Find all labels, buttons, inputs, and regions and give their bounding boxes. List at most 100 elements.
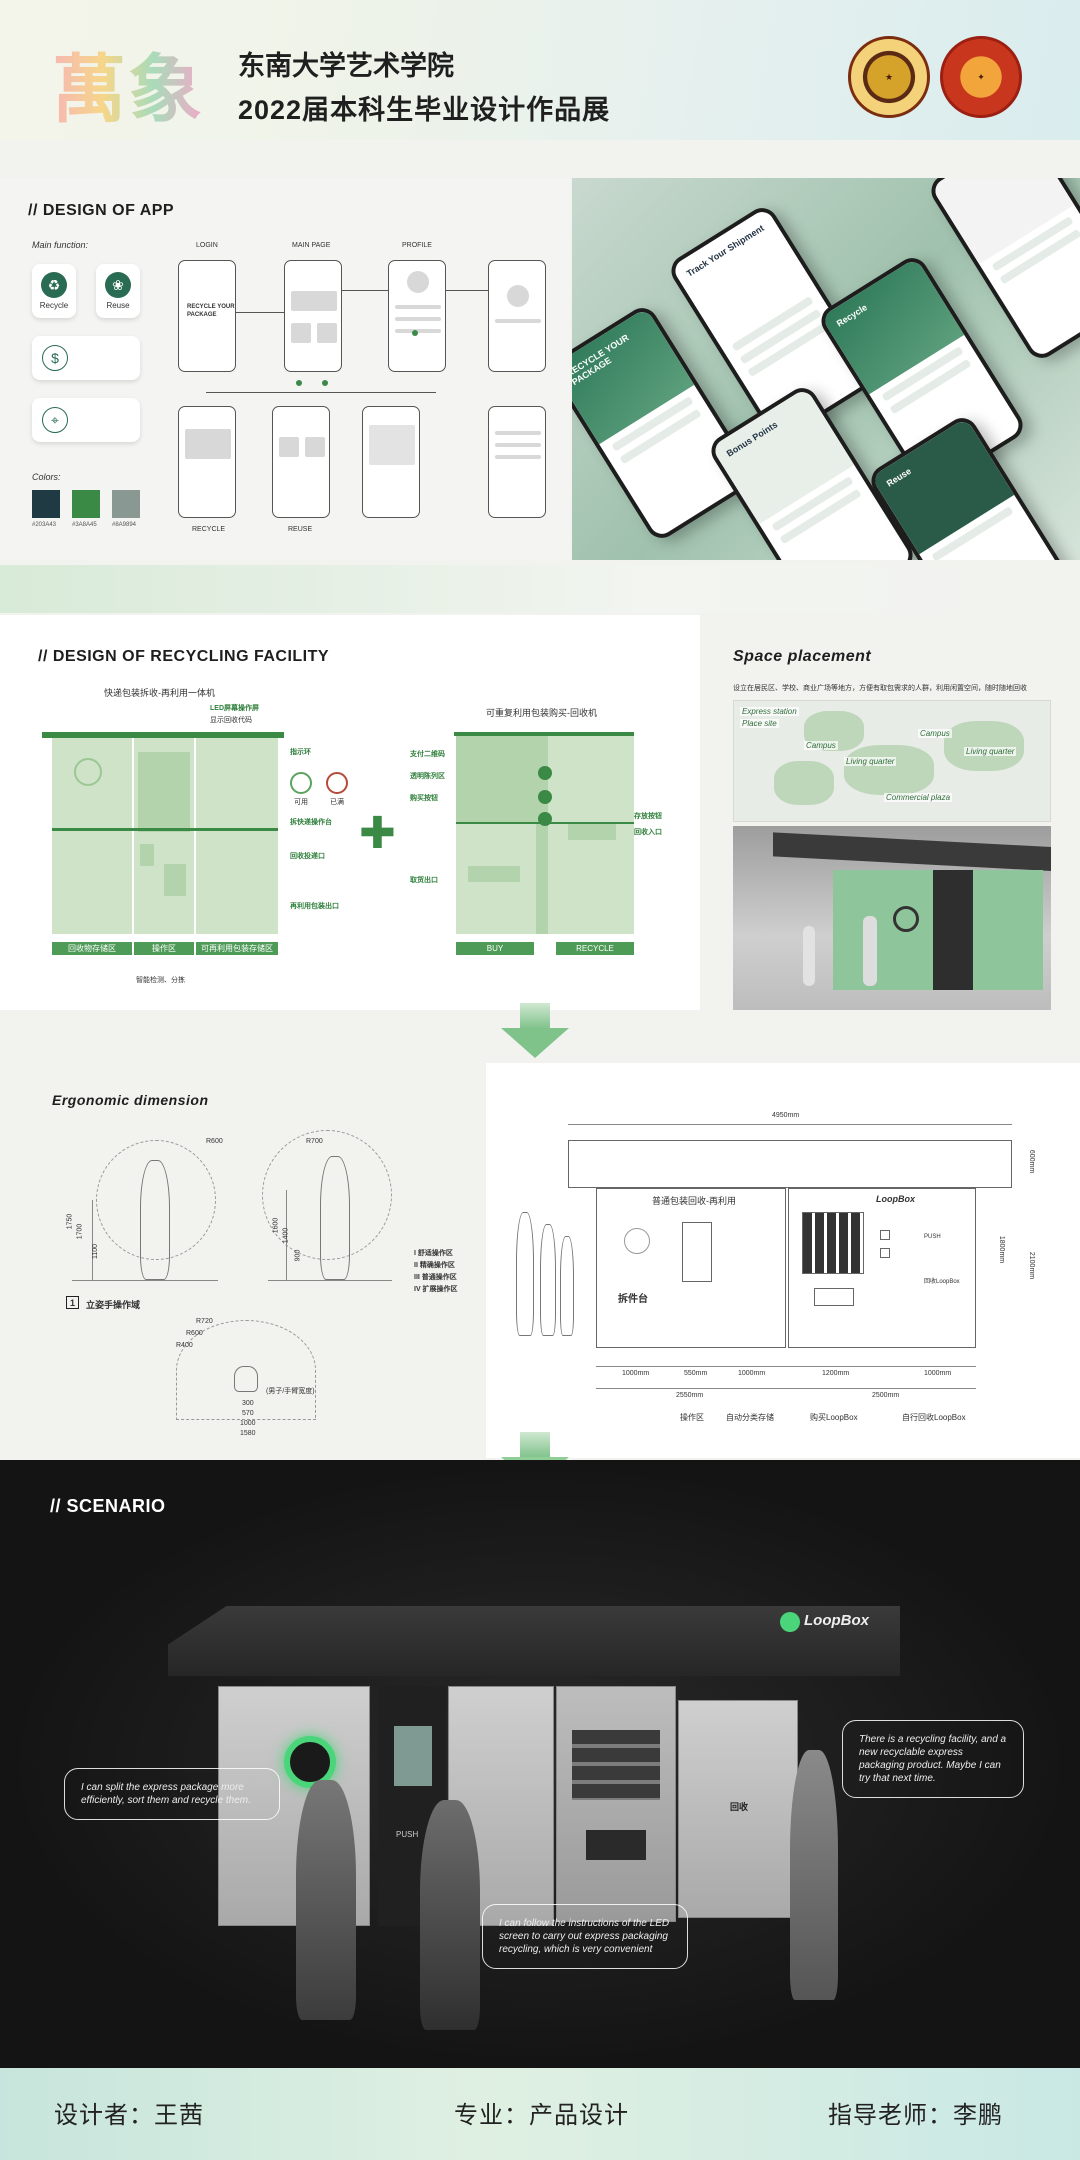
dim-label: 1700 xyxy=(76,1223,84,1240)
dim-label: 1600 xyxy=(272,1217,280,1234)
callout-code: 显示回收代码 xyxy=(210,717,252,724)
app-section-title: // DESIGN OF APP xyxy=(28,202,175,219)
space-description: 设立在居民区、学校、商业广场等地方，方便有取包需求的人群，利用闲置空间，随时随地… xyxy=(733,685,1027,692)
dim-row1: 550mm xyxy=(684,1370,708,1377)
dim-row1: 1200mm xyxy=(822,1370,850,1377)
segment1-label: 普通包装回收-再利用 xyxy=(652,1196,736,1206)
flow-label-login: LOGIN xyxy=(196,242,218,249)
pay-button-icon xyxy=(538,766,552,780)
loopbox-logo-icon xyxy=(780,1612,800,1632)
exhibition-title: 2022届本科生毕业设计作品展 xyxy=(238,95,611,125)
function-card-location: ⌖ xyxy=(32,398,140,442)
function-label: Reuse xyxy=(106,301,130,310)
buy-button-icon xyxy=(538,790,552,804)
legend-item: II 精确操作区 xyxy=(414,1262,455,1269)
vending-body xyxy=(556,1686,676,1922)
dim-row1: 1000mm xyxy=(924,1370,952,1377)
scale-figure xyxy=(540,1224,556,1336)
callout-ring: 指示环 xyxy=(290,749,311,756)
legend-item: III 普通操作区 xyxy=(414,1274,457,1281)
map-area-label: Living quarter xyxy=(964,747,1017,756)
scale-figure xyxy=(516,1212,534,1336)
street-placement-photo xyxy=(733,826,1051,1010)
callout-exit: 再利用包装出口 xyxy=(290,903,339,910)
canopy-outline xyxy=(568,1140,1012,1188)
brand-label: LoopBox xyxy=(804,1612,869,1629)
map-area-label: Commercial plaza xyxy=(884,793,953,802)
coin-hand-icon: $ xyxy=(42,345,68,371)
location-pin-icon: ⌖ xyxy=(42,407,68,433)
dim-label: 1100 xyxy=(92,1243,100,1260)
panel-push-text: PUSH xyxy=(924,1234,941,1240)
product-shelves xyxy=(572,1730,660,1800)
dim-label: R700 xyxy=(306,1138,323,1145)
total-width-label: 4950mm xyxy=(772,1112,800,1119)
pickup-slot xyxy=(814,1288,854,1306)
machine-canopy xyxy=(168,1606,900,1676)
color-hex-label: #3A8A45 xyxy=(72,522,97,528)
desk-label: 拆件台 xyxy=(618,1294,648,1305)
total-height-label: 2100mm xyxy=(1028,1251,1036,1280)
footer-band xyxy=(0,2068,1080,2160)
scenario-section-title: // SCENARIO xyxy=(50,1496,166,1516)
glowing-ring-icon xyxy=(284,1736,336,1788)
map-area-label: Living quarter xyxy=(844,757,897,766)
wireframe-reuse xyxy=(272,406,330,518)
map-area-label: Campus xyxy=(918,729,952,738)
dim-label: 900 xyxy=(294,1249,302,1262)
dim-label: R600 xyxy=(186,1330,203,1337)
ergo-section-title: Ergonomic dimension xyxy=(52,1092,209,1108)
art-school-seal-icon: ✦ xyxy=(940,36,1022,118)
reuse-storage-zone xyxy=(196,738,278,934)
map-legend: Place site xyxy=(740,719,779,728)
university-seal-icon: ★ xyxy=(848,36,930,118)
wireframe-detail xyxy=(488,260,546,372)
reuse-icon: ❀ xyxy=(105,272,131,298)
function-card-points: $ xyxy=(32,336,140,380)
dim-label: 300 xyxy=(242,1400,254,1407)
legend-item: I 舒适操作区 xyxy=(414,1250,453,1257)
wireframe-recycle xyxy=(178,406,236,518)
person-silhouette xyxy=(420,1800,480,2030)
canopy-height-label: 600mm xyxy=(1028,1149,1036,1174)
function-label: Recycle xyxy=(39,301,69,310)
app-mockup-render: RECYCLE YOUR PACKAGE Track Your Shipment… xyxy=(572,178,1080,560)
speech-bubble-left: I can split the express package more eff… xyxy=(64,1768,280,1820)
placement-map: Express station Place site Campus Living… xyxy=(733,700,1051,822)
top-view-figure xyxy=(234,1366,258,1392)
main-function-label: Main function: xyxy=(32,240,89,250)
dim-label: 1750 xyxy=(66,1213,74,1230)
panel-screen-text: 回收LoopBox xyxy=(924,1279,960,1285)
plus-icon: ✚ xyxy=(359,809,396,858)
school-title: 东南大学艺术学院 xyxy=(238,51,454,81)
machine1-title: 快递包装拆收-再利用一体机 xyxy=(104,688,215,698)
color-swatch-dark xyxy=(32,490,60,518)
callout-pay: 支付二维码 xyxy=(410,751,445,758)
recycle-icon: ♻ xyxy=(41,272,67,298)
speech-bubble-center: I can follow the instructions of the LED… xyxy=(482,1904,688,1969)
body-height-label: 1800mm xyxy=(998,1235,1006,1264)
detect-caption: 智能检测、分拣 xyxy=(136,977,185,984)
dim-row2: 2550mm xyxy=(676,1392,704,1399)
zone-tag: 可再利用包装存储区 xyxy=(196,942,278,955)
divider-band xyxy=(0,565,1080,613)
callout-drop: 回收投递口 xyxy=(290,853,325,860)
zone-caption: 立姿手操作域 xyxy=(86,1300,141,1310)
human-figure xyxy=(140,1160,170,1280)
zone-label: 自行回收LoopBox xyxy=(902,1413,966,1422)
zone-tag: 操作区 xyxy=(134,942,194,955)
zone-label: 自动分类存储 xyxy=(726,1413,774,1422)
human-figure xyxy=(320,1156,350,1280)
callout-desk: 拆快递操作台 xyxy=(290,819,332,826)
wireframe-profile xyxy=(388,260,446,372)
color-swatch-green xyxy=(72,490,100,518)
machine2-title: 可重复利用包装购买-回收机 xyxy=(486,708,597,718)
color-hex-label: #8A9894 xyxy=(112,522,137,528)
callout-store: 存放按钮 xyxy=(634,813,662,820)
zone-tag-buy: BUY xyxy=(456,942,534,955)
space-section-title: Space placement xyxy=(733,648,872,665)
dim-label: 1000 xyxy=(240,1420,256,1427)
led-screen xyxy=(394,1726,432,1786)
advisor-credit: 指导老师：李鹏 xyxy=(828,2102,1003,2129)
